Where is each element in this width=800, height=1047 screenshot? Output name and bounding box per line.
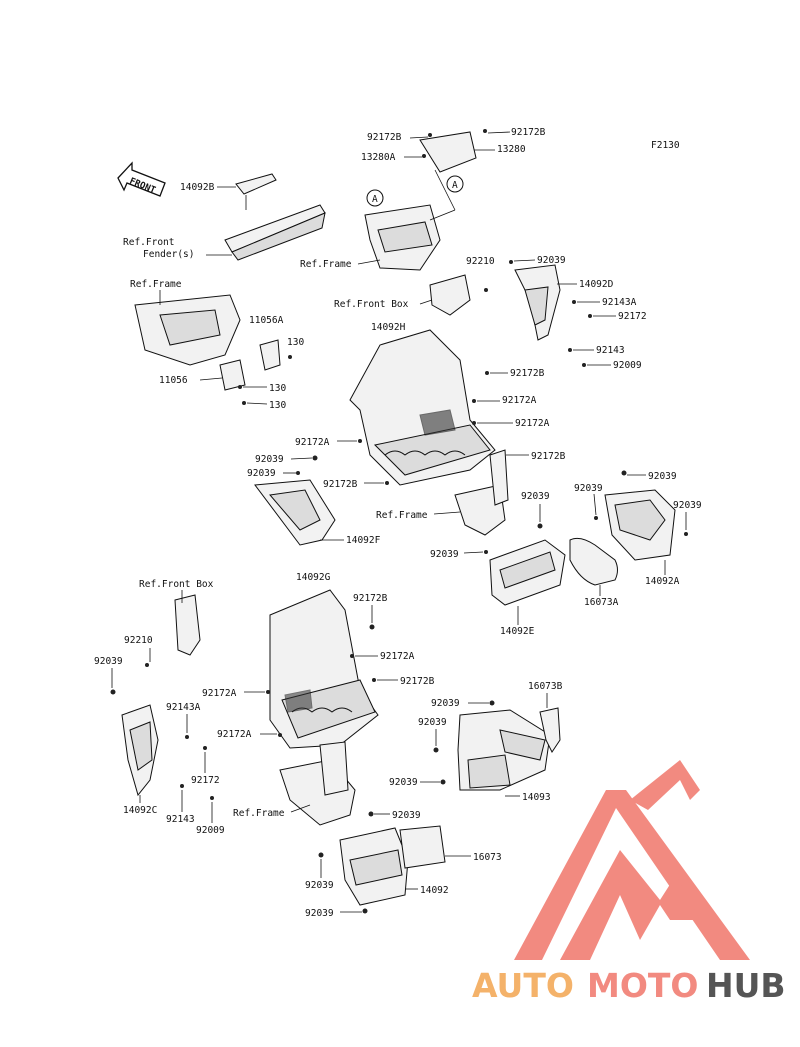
label-14092: 14092 (420, 885, 449, 896)
label-14092D: 14092D (579, 279, 614, 290)
frame-section-top (364, 131, 477, 271)
frame-section-left (134, 294, 281, 391)
label-92039-10: 92039 (431, 698, 460, 709)
label-92039-1: 92039 (537, 255, 566, 266)
frame-section-middle (454, 449, 509, 536)
label-92143A-1: 92143A (602, 297, 637, 308)
callout-circle-2 (446, 175, 464, 193)
label-92172A-4: 92172A (380, 651, 415, 662)
label-130-3: 130 (269, 400, 286, 411)
label-92039-9: 92039 (94, 656, 123, 667)
label-14092F: 14092F (346, 535, 381, 546)
label-92039-2: 92039 (255, 454, 284, 465)
label-13280: 13280 (497, 144, 526, 155)
label-92172A-3: 92172A (295, 437, 330, 448)
part-14092F (254, 479, 336, 546)
part-14093 (457, 709, 551, 791)
label-92172A-6: 92172A (217, 729, 252, 740)
part-14092H (349, 329, 496, 486)
label-14092C: 14092C (123, 805, 157, 816)
label-16073: 16073 (473, 852, 502, 863)
watermark-logo (514, 760, 750, 960)
label-130-1: 130 (287, 337, 304, 348)
label-92143-2: 92143 (166, 814, 195, 825)
part-16073A (569, 537, 618, 586)
label-ref-front-box-2: Ref.Front Box (139, 579, 214, 590)
label-ref-front-fender: Ref.Front (123, 237, 174, 248)
part-14092A (604, 489, 676, 561)
label-92039-12: 92039 (389, 777, 418, 788)
label-14092B: 14092B (180, 182, 215, 193)
figure-code: F2130 (651, 140, 680, 151)
label-ref-frame-4: Ref.Frame (233, 808, 285, 819)
label-92039-13: 92039 (392, 810, 421, 821)
label-92172B-6: 92172B (353, 593, 388, 604)
part-14092D (429, 264, 561, 341)
label-11056: 11056 (159, 375, 188, 386)
label-14092A: 14092A (645, 576, 680, 587)
part-16073 (399, 825, 446, 869)
label-16073A: 16073A (584, 597, 619, 608)
label-14092H: 14092H (371, 322, 406, 333)
label-92172B-5: 92172B (323, 479, 358, 490)
label-92172-2: 92172 (191, 775, 220, 786)
label-92172B-3: 92172B (510, 368, 545, 379)
label-92039-15: 92039 (305, 908, 334, 919)
label-92172B-2: 92172B (511, 127, 546, 138)
label-ref-front-fender-2: Fender(s) (143, 249, 194, 260)
watermark-text-auto: AUTO (472, 966, 574, 1005)
part-14092G (269, 589, 379, 749)
part-14092 (339, 827, 409, 906)
label-92039-8: 92039 (673, 500, 702, 511)
label-92172B-4: 92172B (531, 451, 566, 462)
label-92172B-7: 92172B (400, 676, 435, 687)
callout-label-1: A (372, 194, 378, 205)
label-92210-2: 92210 (124, 635, 153, 646)
label-92172A-5: 92172A (202, 688, 237, 699)
front-direction-arrow: FRONT (117, 161, 166, 197)
label-14093: 14093 (522, 792, 551, 803)
label-ref-frame-1: Ref.Frame (300, 259, 352, 270)
label-ref-front-box-1: Ref.Front Box (334, 299, 409, 310)
label-92143A-2: 92143A (166, 702, 201, 713)
frame-section-lower (279, 741, 356, 826)
label-92172A-2: 92172A (515, 418, 550, 429)
label-92039-3: 92039 (247, 468, 276, 479)
watermark-text-moto: MOTO (587, 966, 698, 1005)
label-92039-5: 92039 (430, 549, 459, 560)
label-92210-1: 92210 (466, 256, 495, 267)
label-ref-frame-3: Ref.Frame (376, 510, 428, 521)
label-92039-11: 92039 (418, 717, 447, 728)
label-92143-1: 92143 (596, 345, 625, 356)
watermark-text-hub: HUB (706, 966, 786, 1005)
label-92039-6: 92039 (648, 471, 677, 482)
label-92039-4: 92039 (521, 491, 550, 502)
label-130-2: 130 (269, 383, 286, 394)
callout-circle-1 (366, 189, 384, 207)
label-16073B: 16073B (528, 681, 563, 692)
label-92172A-1: 92172A (502, 395, 537, 406)
part-16073B (539, 707, 561, 753)
part-14092C (121, 594, 201, 797)
label-92172B-1: 92172B (367, 132, 402, 143)
label-92172-1: 92172 (618, 311, 647, 322)
label-13280A: 13280A (361, 152, 396, 163)
label-92009-1: 92009 (613, 360, 642, 371)
label-92039-14: 92039 (305, 880, 334, 891)
part-14092E (489, 539, 566, 606)
label-14092G: 14092G (296, 572, 331, 583)
label-92009-2: 92009 (196, 825, 225, 836)
label-11056A: 11056A (249, 315, 284, 326)
label-92039-7: 92039 (574, 483, 603, 494)
label-ref-frame-2: Ref.Frame (130, 279, 182, 290)
part-14092B (224, 173, 326, 261)
callout-label-2: A (452, 180, 458, 191)
label-14092E: 14092E (500, 626, 535, 637)
